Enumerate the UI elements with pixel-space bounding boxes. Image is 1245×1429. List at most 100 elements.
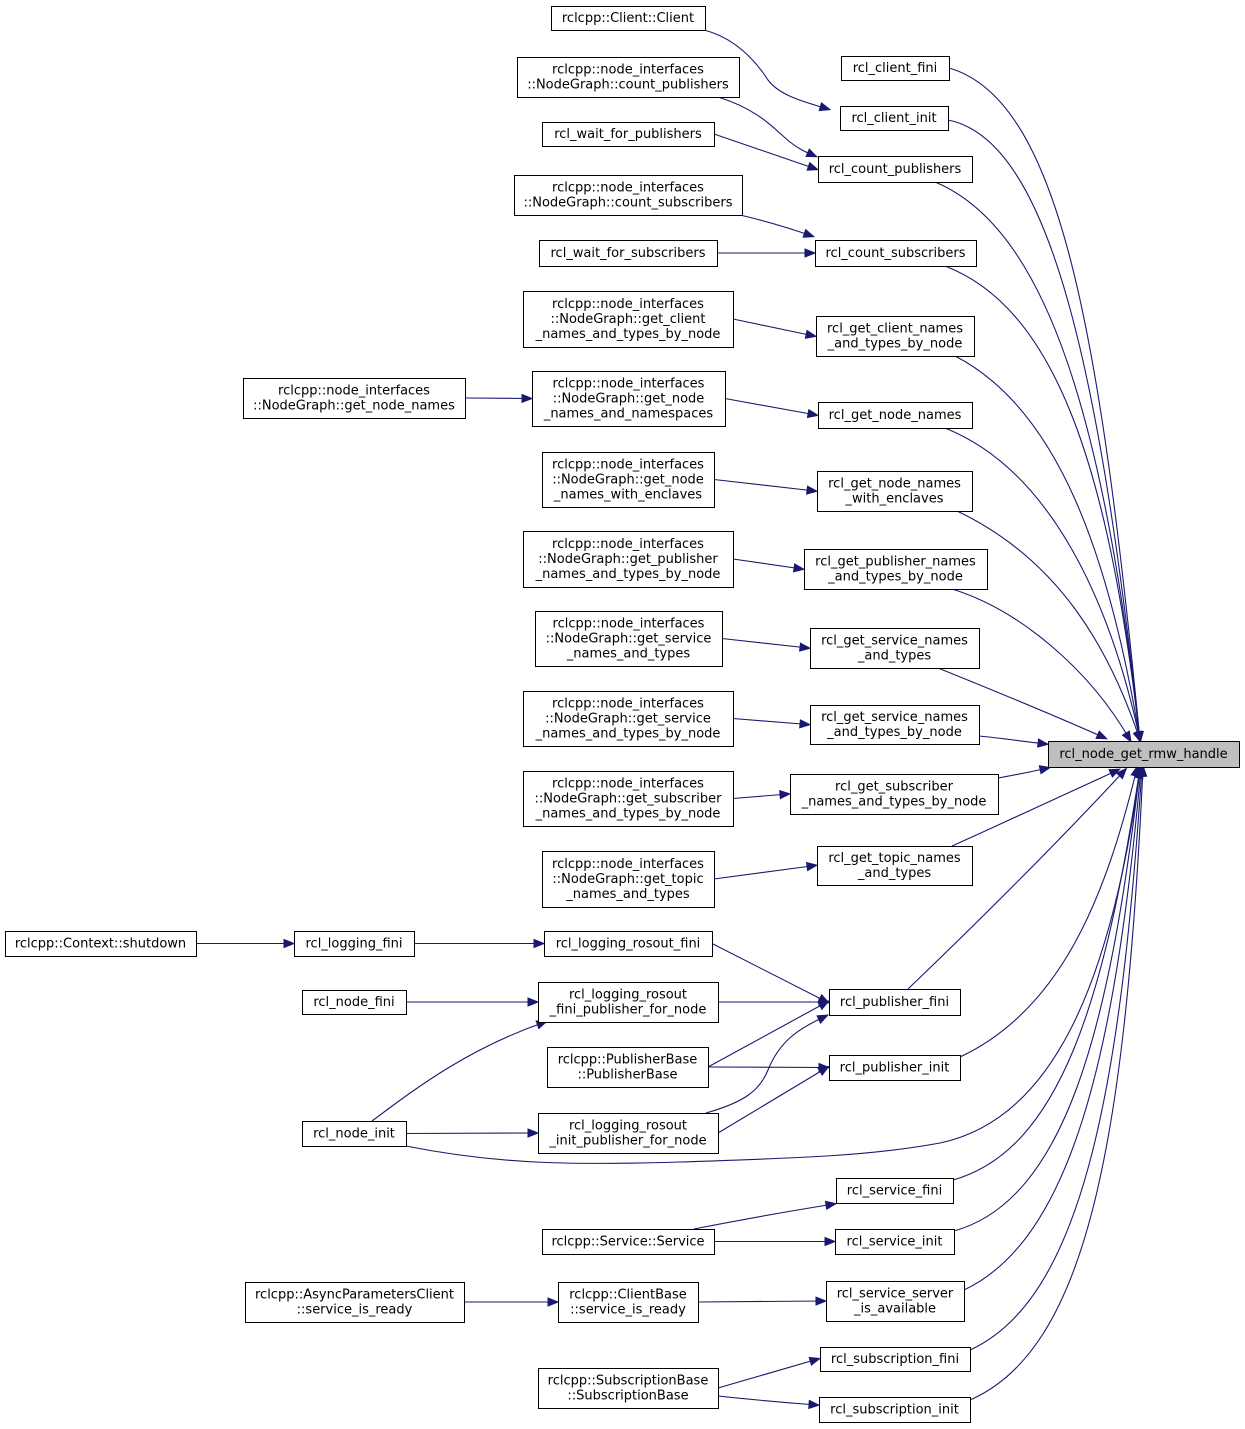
node-rcl_service_init[interactable]: rcl_service_init xyxy=(835,1229,955,1255)
node-label-line: rcl_subscription_init xyxy=(830,1403,959,1418)
node-rcl_subscription_init[interactable]: rcl_subscription_init xyxy=(819,1397,971,1423)
node-ng_count_publishers[interactable]: rclcpp::node_interfaces::NodeGraph::coun… xyxy=(517,57,740,98)
node-rcl_get_client_names[interactable]: rcl_get_client_names_and_types_by_node xyxy=(816,316,975,357)
edge-clientbase_ready-to-rcl_service_server_available xyxy=(697,1296,828,1306)
node-rcl_wait_for_subscribers[interactable]: rcl_wait_for_subscribers xyxy=(539,240,718,267)
edge-subscriptionbase-to-rcl_subscription_fini xyxy=(717,1356,822,1389)
arrowhead xyxy=(1132,730,1142,744)
node-label-line: rclcpp::node_interfaces xyxy=(552,697,704,712)
node-box xyxy=(542,851,715,908)
node-rcl_service_fini[interactable]: rcl_service_fini xyxy=(836,1178,954,1204)
node-rosout_fini_pub[interactable]: rcl_logging_rosout_fini_publisher_for_no… xyxy=(538,982,719,1023)
edge-path xyxy=(934,181,1141,741)
node-label-line: rclcpp::Service::Service xyxy=(551,1235,704,1250)
node-box xyxy=(840,106,949,131)
edge-async_params_ready-to-clientbase_ready xyxy=(464,1297,560,1307)
node-box xyxy=(820,1347,971,1372)
edge-path xyxy=(944,265,1141,741)
node-label-line: rcl_get_service_names xyxy=(821,634,968,649)
node-rcl_get_service_names[interactable]: rcl_get_service_names_and_types xyxy=(810,628,980,669)
node-clientbase_ready[interactable]: rclcpp::ClientBase::service_is_ready xyxy=(558,1282,699,1323)
node-rcl_publisher_init[interactable]: rcl_publisher_init xyxy=(829,1055,961,1081)
node-ng_get_service_names_node[interactable]: rclcpp::node_interfaces::NodeGraph::get_… xyxy=(523,691,734,747)
node-async_params_ready[interactable]: rclcpp::AsyncParametersClient::service_i… xyxy=(245,1282,465,1323)
edge-path xyxy=(405,769,1141,1165)
node-rcl_count_publishers[interactable]: rcl_count_publishers xyxy=(818,156,973,183)
edge-ng_get_client_names-to-rcl_get_client_names xyxy=(732,318,818,339)
node-label-line: rclcpp::node_interfaces xyxy=(552,181,704,196)
node-context_shutdown[interactable]: rclcpp::Context::shutdown xyxy=(5,931,197,957)
node-box xyxy=(538,982,719,1023)
node-label-line: _is_available xyxy=(853,1302,936,1317)
node-rcl_count_subscribers[interactable]: rcl_count_subscribers xyxy=(815,240,977,267)
node-ng_get_client_names[interactable]: rclcpp::node_interfaces::NodeGraph::get_… xyxy=(523,291,734,348)
edge-path xyxy=(969,767,1143,1351)
node-box xyxy=(826,1281,965,1322)
node-service_service[interactable]: rclcpp::Service::Service xyxy=(542,1229,715,1255)
node-ng_get_service_names[interactable]: rclcpp::node_interfaces::NodeGraph::get_… xyxy=(535,611,723,667)
node-label-line: _and_types xyxy=(857,866,931,881)
node-rcl_client_fini[interactable]: rcl_client_fini xyxy=(841,56,950,81)
edge-path xyxy=(717,96,816,157)
node-label-line: rcl_get_service_names xyxy=(821,710,968,725)
node-rcl_client_init[interactable]: rcl_client_init xyxy=(840,106,949,131)
node-rcl_service_server_available[interactable]: rcl_service_server_is_available xyxy=(826,1281,965,1322)
edges-layer xyxy=(196,29,1148,1410)
node-box xyxy=(538,1113,719,1154)
edge-rcl_service_fini-to-root xyxy=(952,764,1144,1181)
node-label-line: rclcpp::node_interfaces xyxy=(552,63,704,78)
node-label-line: _and_types xyxy=(857,649,931,664)
edge-path xyxy=(951,588,1131,741)
node-box xyxy=(302,990,407,1015)
node-ng_get_node_names_ns[interactable]: rclcpp::node_interfaces::NodeGraph::get_… xyxy=(532,371,726,427)
node-label-line: _names_and_types_by_node xyxy=(801,795,987,810)
node-rcl_node_init[interactable]: rcl_node_init xyxy=(302,1121,407,1147)
arrowhead xyxy=(779,789,792,800)
node-rcl_logging_rosout_fini[interactable]: rcl_logging_rosout_fini xyxy=(544,931,713,957)
node-rcl_get_node_names_enclaves[interactable]: rcl_get_node_names_with_enclaves xyxy=(817,471,973,512)
node-ng_count_subscribers[interactable]: rclcpp::node_interfaces::NodeGraph::coun… xyxy=(514,175,743,216)
node-rcl_wait_for_publishers[interactable]: rcl_wait_for_publishers xyxy=(542,122,715,147)
node-rcl_logging_fini[interactable]: rcl_logging_fini xyxy=(294,931,415,957)
node-label-line: rclcpp::node_interfaces xyxy=(552,537,704,552)
root-node-root[interactable]: rcl_node_get_rmw_handle xyxy=(1048,741,1240,768)
node-ng_get_node_names_enclaves[interactable]: rclcpp::node_interfaces::NodeGraph::get_… xyxy=(542,452,715,508)
edge-rcl_node_init-to-root xyxy=(405,766,1144,1165)
edge-rcl_get_service_names_node-to-root xyxy=(978,735,1050,748)
node-ng_get_node_names_caller[interactable]: rclcpp::node_interfaces::NodeGraph::get_… xyxy=(243,378,466,419)
node-label-line: rclcpp::node_interfaces xyxy=(553,377,705,392)
arrowhead xyxy=(547,1297,560,1307)
node-box xyxy=(804,549,988,590)
edge-ng_get_node_names_enclaves-to-rcl_get_node_names_enclaves xyxy=(713,478,819,495)
node-box xyxy=(815,240,977,267)
node-rcl_get_node_names[interactable]: rcl_get_node_names xyxy=(818,402,973,429)
node-rcl_get_subscriber_names[interactable]: rcl_get_subscriber_names_and_types_by_no… xyxy=(790,774,999,815)
node-rcl_get_publisher_names[interactable]: rcl_get_publisher_names_and_types_by_nod… xyxy=(804,549,988,590)
node-label-line: ::NodeGraph::get_service xyxy=(546,632,712,647)
node-rcl_publisher_fini[interactable]: rcl_publisher_fini xyxy=(829,989,961,1016)
node-rclcpp_client_client[interactable]: rclcpp::Client::Client xyxy=(551,6,706,31)
node-box xyxy=(819,1397,971,1423)
arrowhead xyxy=(527,1128,540,1138)
node-rcl_node_fini[interactable]: rcl_node_fini xyxy=(302,990,407,1015)
node-box xyxy=(816,316,975,357)
arrowhead xyxy=(1121,730,1132,743)
node-label-line: rcl_get_node_names xyxy=(829,408,962,423)
node-subscriptionbase[interactable]: rclcpp::SubscriptionBase::SubscriptionBa… xyxy=(538,1368,719,1409)
edge-path xyxy=(693,1203,835,1230)
node-ng_get_topic_names[interactable]: rclcpp::node_interfaces::NodeGraph::get_… xyxy=(542,851,715,908)
node-publisherbase[interactable]: rclcpp::PublisherBase::PublisherBase xyxy=(547,1047,709,1088)
node-ng_get_publisher_names[interactable]: rclcpp::node_interfaces::NodeGraph::get_… xyxy=(523,531,734,588)
node-label-line: _names_and_types_by_node xyxy=(535,567,721,582)
edge-path xyxy=(724,397,817,416)
node-label-line: rcl_logging_rosout xyxy=(569,1119,687,1134)
node-label-line: ::NodeGraph::count_publishers xyxy=(527,78,729,93)
edge-ng_get_subscriber_names-to-rcl_get_subscriber_names xyxy=(732,789,792,800)
node-rcl_get_topic_names[interactable]: rcl_get_topic_names_and_types xyxy=(817,846,973,886)
node-rosout_init_pub[interactable]: rcl_logging_rosout_init_publisher_for_no… xyxy=(538,1113,719,1154)
node-rcl_subscription_fini[interactable]: rcl_subscription_fini xyxy=(820,1347,971,1372)
node-rcl_get_service_names_node[interactable]: rcl_get_service_names_and_types_by_node xyxy=(810,705,980,745)
node-ng_get_subscriber_names[interactable]: rclcpp::node_interfaces::NodeGraph::get_… xyxy=(523,771,734,827)
node-label-line: rcl_publisher_fini xyxy=(840,995,949,1010)
edge-rcl_get_node_names_enclaves-to-root xyxy=(956,510,1142,744)
